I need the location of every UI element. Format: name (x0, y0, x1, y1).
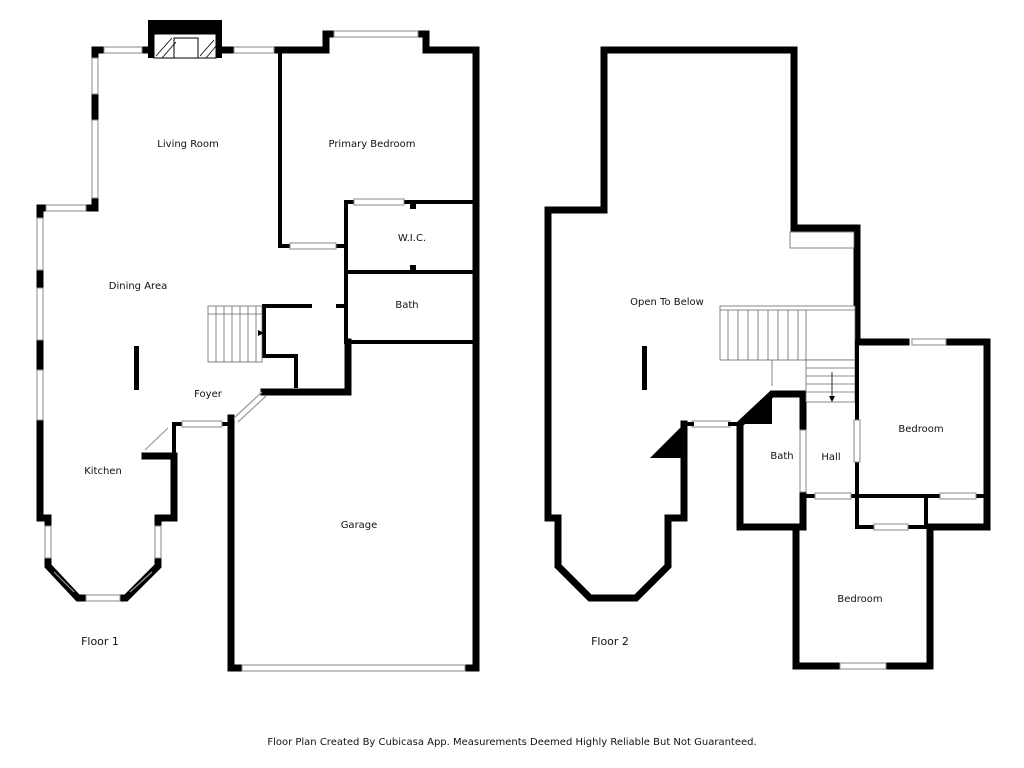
window (44, 525, 52, 559)
window (45, 204, 87, 212)
entry-wall (172, 422, 233, 458)
window (36, 287, 44, 341)
closet-wall (262, 304, 298, 388)
room-label-wic: W.I.C. (398, 233, 426, 244)
window (233, 46, 275, 54)
chimney-triangle (740, 394, 772, 424)
footer-disclaimer: Floor Plan Created By Cubicasa App. Meas… (267, 737, 756, 748)
room-label-dining-area: Dining Area (109, 281, 167, 292)
primary-bedroom-wall (278, 48, 478, 274)
chimney-triangle (650, 424, 684, 458)
window (85, 594, 121, 602)
window (691, 420, 731, 428)
balcony-ledge (789, 231, 855, 249)
doorway (814, 492, 852, 500)
room-label-bedroom-east: Bedroom (898, 424, 943, 435)
room-label-bath: Bath (395, 300, 418, 311)
floor-1-label: Floor 1 (81, 635, 119, 648)
half-wall (134, 346, 139, 390)
window (91, 57, 99, 95)
fireplace-icon (148, 20, 222, 59)
kitchen-bay-wall (44, 514, 162, 602)
room-label-primary-bedroom: Primary Bedroom (328, 139, 415, 150)
window (911, 338, 947, 346)
room-label-kitchen: Kitchen (84, 466, 122, 477)
floor-2-exterior-wall (544, 46, 991, 670)
window (103, 46, 143, 54)
floor-1-plan: Living Room Primary Bedroom W.I.C. Dinin… (36, 20, 480, 672)
room-label-open-to-below: Open To Below (630, 297, 704, 308)
doorway (353, 198, 405, 206)
window (91, 119, 99, 199)
half-wall (642, 346, 647, 390)
room-label-bath: Bath (770, 451, 793, 462)
doorway (289, 242, 337, 250)
room-label-foyer: Foyer (194, 389, 223, 400)
room-label-bedroom-south: Bedroom (837, 594, 882, 605)
doorway (939, 492, 977, 500)
doorway (873, 523, 909, 531)
foyer-door (233, 391, 263, 419)
room-label-garage: Garage (341, 520, 378, 531)
doorway (853, 419, 861, 463)
window (154, 525, 162, 559)
floor-2-label: Floor 2 (591, 635, 629, 648)
room-label-living-room: Living Room (157, 139, 218, 150)
garage-door (241, 664, 466, 672)
window (839, 662, 887, 670)
room-label-hall: Hall (821, 452, 840, 463)
stairs (719, 305, 856, 403)
front-door (181, 420, 223, 428)
doorway (799, 429, 807, 493)
window (36, 369, 44, 421)
window (333, 30, 419, 38)
window (36, 217, 44, 271)
floor-2-plan: Open To Below Bedroom Bath Hall Bedroom … (544, 46, 991, 670)
stairs (207, 305, 264, 363)
